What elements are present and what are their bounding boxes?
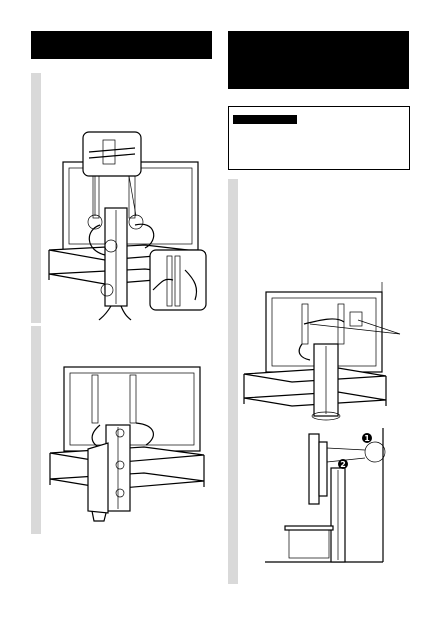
note-label-bar xyxy=(233,115,297,124)
step-strip-2 xyxy=(31,326,41,534)
note-box xyxy=(228,106,410,170)
illustration-cable-routing-step-1 xyxy=(48,131,207,321)
callout-number-2: 2 xyxy=(340,460,346,469)
illustration-side-view-wall: 1 2 xyxy=(265,428,386,563)
left-section-heading-bar xyxy=(31,31,212,59)
callout-number-1: 1 xyxy=(364,434,370,443)
step-strip-1 xyxy=(31,73,41,323)
right-section-heading-bar xyxy=(228,31,409,89)
illustration-cable-routing-step-2 xyxy=(49,366,205,522)
illustration-tv-rear-on-stand xyxy=(243,282,401,421)
step-strip-3 xyxy=(228,179,238,584)
